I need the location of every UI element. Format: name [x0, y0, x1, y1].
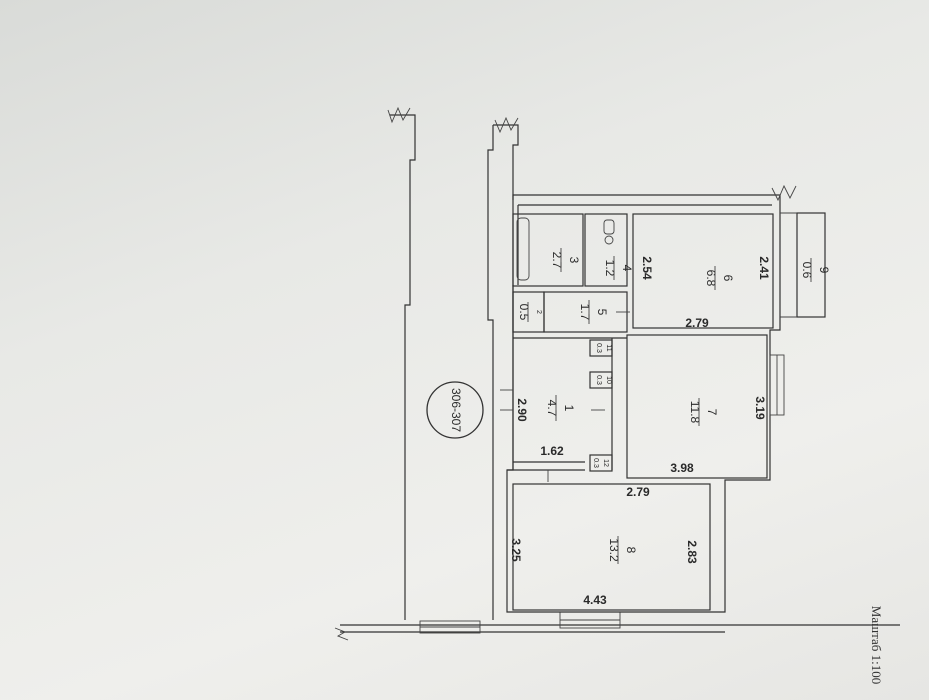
- dim-4-43: 4.43: [583, 593, 607, 607]
- corridor-walls: [334, 106, 900, 641]
- room-5-number: 5: [595, 309, 609, 316]
- dim-3-25: 3.25: [509, 538, 523, 562]
- room-2-number: 2: [535, 310, 542, 314]
- building-number-circle: [426, 381, 484, 439]
- room-8-area: 13.2: [607, 538, 621, 562]
- dim-2-54: 2.54: [640, 256, 654, 280]
- room-8-number: 8: [624, 547, 638, 554]
- dimension-labels: 2.54 2.79 2.41 2.90 3.19 1.62 3.98 2.79 …: [509, 256, 771, 607]
- room-12-area: 0.3: [592, 458, 599, 468]
- room-10-number: 10: [605, 376, 612, 384]
- room-1-area: 4.7: [545, 400, 559, 417]
- room-1-number: 1: [562, 405, 576, 412]
- room-4-number: 4: [620, 265, 634, 272]
- building-number: 306-307: [449, 388, 463, 432]
- room-7-area: 11.8: [688, 401, 702, 424]
- room-9-area: 0.6: [800, 262, 814, 279]
- dim-2-41: 2.41: [757, 256, 771, 280]
- room-11-area: 0.3: [595, 343, 602, 353]
- room-10-area: 0.3: [595, 375, 602, 385]
- dim-1-62: 1.62: [540, 444, 564, 458]
- dim-2-79-mid: 2.79: [626, 485, 650, 499]
- interior-walls: [500, 184, 826, 611]
- scale-label: Маштаб 1:100: [869, 606, 884, 684]
- room-6-number: 6: [721, 275, 735, 282]
- room-6-area: 6.8: [704, 270, 718, 287]
- room-2-area: 0.5: [517, 304, 531, 321]
- room-5-area: 1.7: [578, 304, 592, 321]
- dim-2-79-top: 2.79: [685, 316, 709, 330]
- room-labels: 1 4.7 2 0.5 3 2.7 4 1.2 5 1.7 6 6.8 7 11…: [517, 252, 831, 562]
- room-3-number: 3: [567, 257, 581, 264]
- dim-3-98: 3.98: [670, 461, 694, 475]
- room-7-number: 7: [705, 409, 719, 416]
- room-4-area: 1.2: [603, 260, 617, 277]
- room-12-number: 12: [602, 459, 609, 467]
- room-11-number: 11: [605, 344, 612, 351]
- dim-3-19: 3.19: [753, 396, 767, 420]
- label-separators: [527, 248, 812, 564]
- dim-2-83: 2.83: [685, 540, 699, 564]
- room-3-area: 2.7: [550, 252, 564, 269]
- dim-2-90: 2.90: [515, 398, 529, 422]
- room-9-number: 9: [817, 267, 831, 274]
